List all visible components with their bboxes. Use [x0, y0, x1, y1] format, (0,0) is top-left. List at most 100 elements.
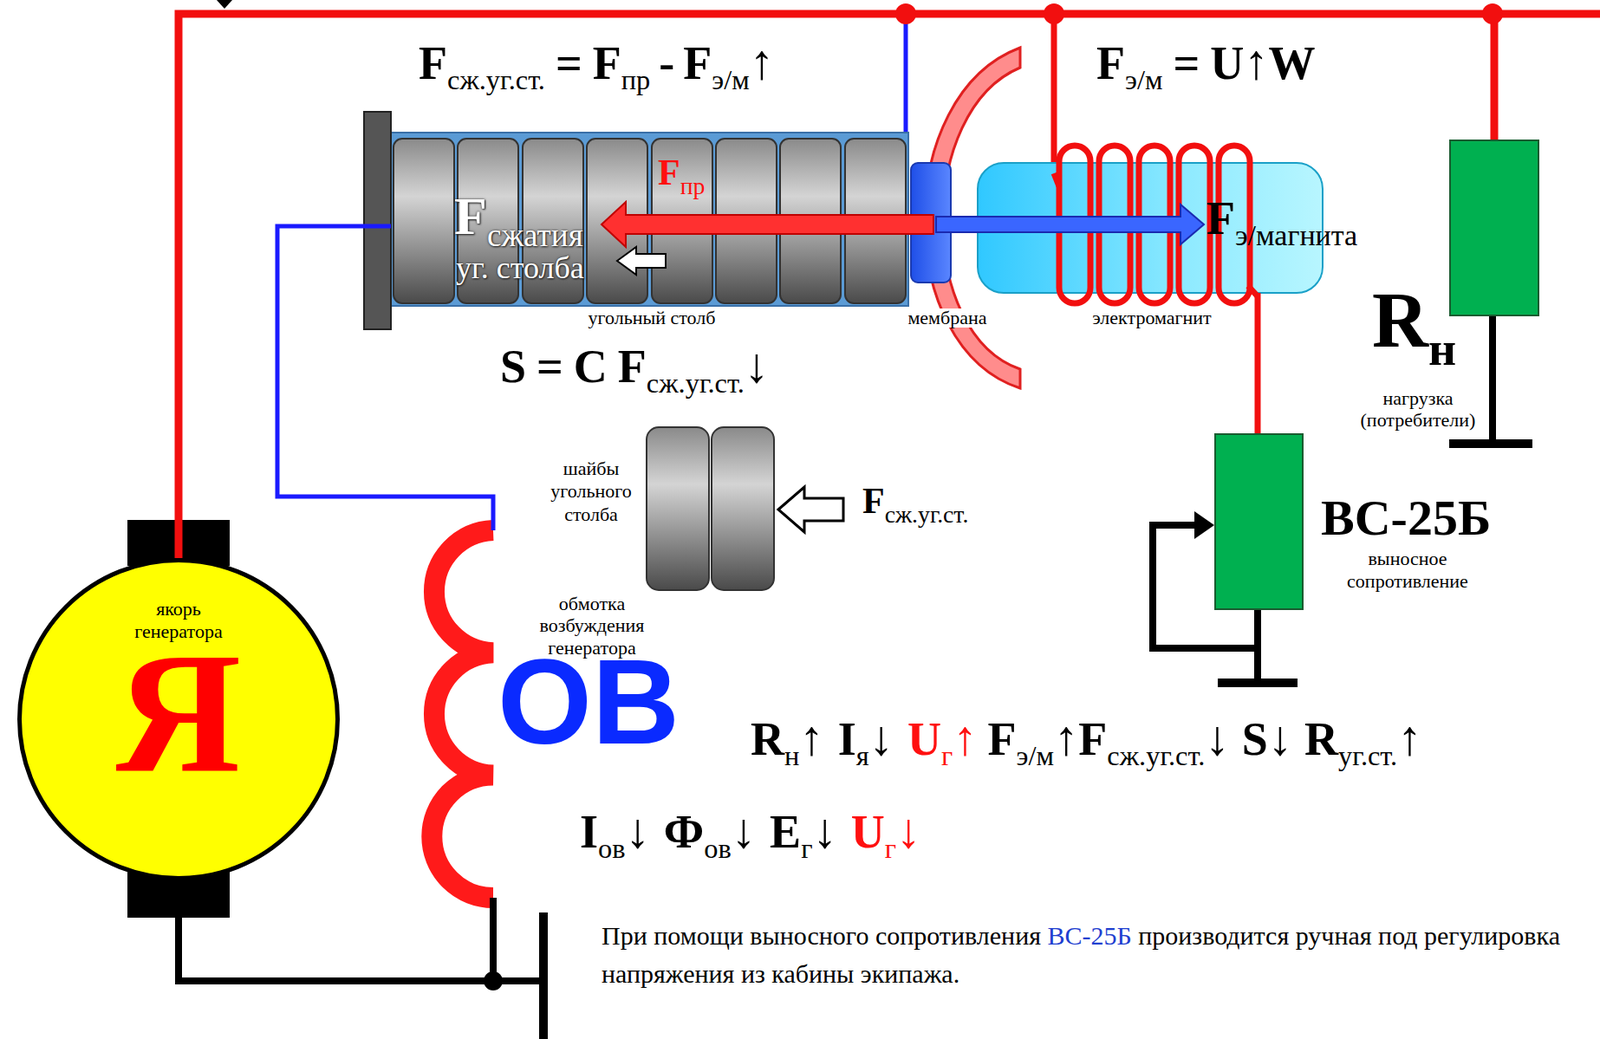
symbol: F: [1078, 711, 1107, 768]
part-name: ВС-25Б: [1047, 921, 1132, 950]
trend-arrow: ↓: [896, 801, 921, 861]
ground-symbol: [1217, 678, 1298, 688]
symbol: R: [1372, 273, 1429, 368]
subscript: ов: [598, 832, 626, 866]
symbol: F: [682, 35, 712, 92]
part-label: шайбы угольного столба: [542, 457, 640, 527]
trend-arrow: ↑: [799, 708, 824, 768]
winding-name: ОВ: [497, 641, 680, 763]
symbol: S: [1242, 711, 1269, 768]
trend-arrow: ↑: [1243, 32, 1269, 92]
symbol: U: [1209, 35, 1244, 92]
ground-wire: [178, 880, 494, 982]
part-label: электромагнит: [1067, 308, 1236, 328]
symbol: R: [750, 711, 785, 768]
ground-symbol: [539, 912, 548, 1039]
subscript: пр: [680, 171, 706, 201]
ground-symbol: [1449, 439, 1533, 449]
trend-arrow: ↓: [625, 801, 651, 861]
note: При помощи выносного сопротивленияВС-25Б…: [601, 917, 1564, 993]
bus-wire: [1492, 10, 1600, 19]
symbol: F: [988, 711, 1017, 768]
trend-arrow: ↓: [744, 336, 769, 396]
washer: [646, 427, 709, 591]
washer: [711, 427, 774, 591]
trend-arrow: ↓: [1268, 708, 1293, 768]
formula: Fэ/м=U↑W: [1096, 32, 1316, 92]
part-name: ВС-25Б: [1320, 490, 1491, 547]
subscript: э/м: [1016, 739, 1054, 774]
symbol: =: [555, 35, 583, 92]
formula: Iов↓Фов↓Eг↓Uг↓: [579, 801, 921, 861]
formula: уг. столба: [455, 249, 585, 287]
part-label: выносное сопротивление: [1329, 547, 1486, 594]
subscript: сж.уг.ст.: [884, 500, 970, 529]
resistor-symbol: ВС-25Бвыносное сопротивление: [1214, 433, 1304, 611]
symbol: W: [1268, 35, 1316, 92]
formula: Rн: [1372, 273, 1457, 368]
resistor-symbol: нагрузка (потребители): [1449, 139, 1540, 317]
armature-circle: якорь генератораЯ: [17, 558, 340, 881]
subscript: сж.уг.ст.: [447, 63, 546, 98]
compress-arrow: [617, 247, 666, 275]
symbol: C: [573, 338, 608, 396]
symbol: уг. столба: [455, 249, 585, 287]
trend-arrow: ↑: [749, 32, 774, 92]
formula: Fэ/магнита: [1206, 190, 1358, 248]
trend-arrow: ↑: [1397, 708, 1422, 768]
direction-mark: [216, 0, 233, 9]
formula: Fсжатия: [454, 183, 584, 248]
coil-wire: [1255, 292, 1262, 434]
trend-arrow: ↑: [1053, 708, 1079, 768]
symbol: =: [536, 338, 564, 396]
symbol: S: [500, 338, 527, 396]
symbol: U: [851, 804, 885, 861]
washers: шайбы угольного столба: [644, 425, 776, 592]
subscript: ов: [703, 832, 732, 866]
symbol: =: [1172, 35, 1200, 92]
wiper-arrow: [1194, 511, 1215, 540]
symbol: R: [1304, 711, 1339, 768]
trend-arrow: ↓: [731, 801, 756, 861]
subscript: я: [856, 739, 870, 774]
trend-arrow: ↓: [869, 708, 894, 768]
formula: Fсж.уг.ст.=Fпр-Fэ/м↑: [418, 32, 774, 92]
subscript: н: [784, 739, 800, 774]
trend-arrow: ↓: [1204, 708, 1230, 768]
symbol: E: [769, 804, 801, 861]
compress-arrow: [778, 487, 844, 533]
symbol: F: [592, 35, 622, 92]
subscript: сжатия: [487, 216, 584, 256]
membrane-box: мембрана: [910, 162, 951, 283]
junction-dot: [1482, 3, 1503, 25]
symbol: F: [862, 479, 885, 523]
symbol: F: [657, 150, 681, 195]
subscript: сж.уг.ст.: [646, 366, 745, 401]
symbol: I: [838, 711, 857, 768]
subscript: н: [1428, 319, 1457, 378]
symbol: F: [454, 183, 488, 248]
subscript: уг.ст.: [1338, 739, 1398, 774]
formula: S=CFсж.уг.ст.↓: [500, 336, 769, 396]
subscript: пр: [621, 63, 651, 98]
trend-arrow: ↑: [952, 708, 977, 768]
symbol: Ф: [663, 804, 704, 861]
armature-letter: Я: [74, 625, 283, 800]
subscript: сж.уг.ст.: [1106, 739, 1205, 774]
symbol: F: [617, 338, 647, 396]
symbol: I: [579, 804, 599, 861]
formula: Fсж.уг.ст.: [862, 479, 969, 523]
field-winding: [431, 530, 494, 898]
coil-wire: [1051, 13, 1058, 174]
magnet-force-arrow: [936, 204, 1204, 245]
formula: Rн↑Iя↓Uг↑Fэ/м↑Fсж.уг.ст.↓S↓Rуг.ст.↑: [750, 708, 1423, 768]
subscript: э/м: [1125, 63, 1163, 98]
part-label: нагрузка (потребители): [1346, 387, 1490, 432]
pile-end-plate: [364, 111, 391, 330]
trend-arrow: ↓: [812, 801, 837, 861]
formula: Fпр: [657, 150, 705, 195]
junction-dot: [1043, 3, 1065, 25]
subscript: э/магнита: [1235, 218, 1358, 254]
subscript: г: [941, 739, 953, 774]
subscript: г: [800, 832, 813, 866]
